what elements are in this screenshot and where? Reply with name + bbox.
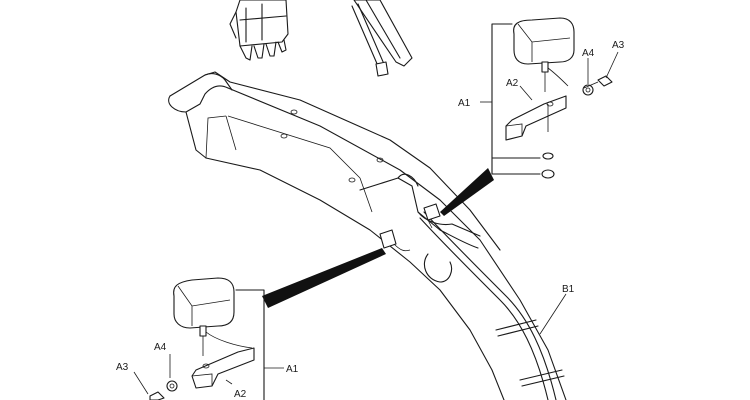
callout-upper-a3: A3 xyxy=(612,40,625,51)
lower-bracket xyxy=(191,347,255,389)
callout-upper-a1: A1 xyxy=(458,98,471,109)
callout-lower-a1: A1 xyxy=(286,364,299,375)
work-lamp-icon xyxy=(173,277,253,356)
lower-pointer-wedge xyxy=(262,248,386,308)
lower-lamp-mounted xyxy=(379,229,411,252)
upper-lamp-mounted xyxy=(423,203,441,229)
upper-pointer-wedge xyxy=(440,168,494,216)
work-lamp-icon xyxy=(513,17,575,92)
lower-bolt xyxy=(149,391,165,400)
upper-bolt xyxy=(583,75,613,89)
callout-upper-a2: A2 xyxy=(506,78,519,89)
b1-leader xyxy=(539,293,567,335)
upper-group-bracket xyxy=(491,23,541,175)
callout-b1: B1 xyxy=(562,284,575,295)
upper-nut xyxy=(541,152,555,179)
lower-washer xyxy=(166,380,178,392)
upper-bracket xyxy=(505,95,567,141)
hydraulic-cylinder-icon xyxy=(351,0,413,77)
callout-upper-a4: A4 xyxy=(582,48,595,59)
callout-lower-a2: A2 xyxy=(234,389,247,400)
boom-arm xyxy=(168,71,567,400)
bucket-icon xyxy=(229,0,289,61)
callout-lower-a4: A4 xyxy=(154,342,167,353)
lower-group-bracket xyxy=(235,289,265,400)
callout-lower-a3: A3 xyxy=(116,362,129,373)
